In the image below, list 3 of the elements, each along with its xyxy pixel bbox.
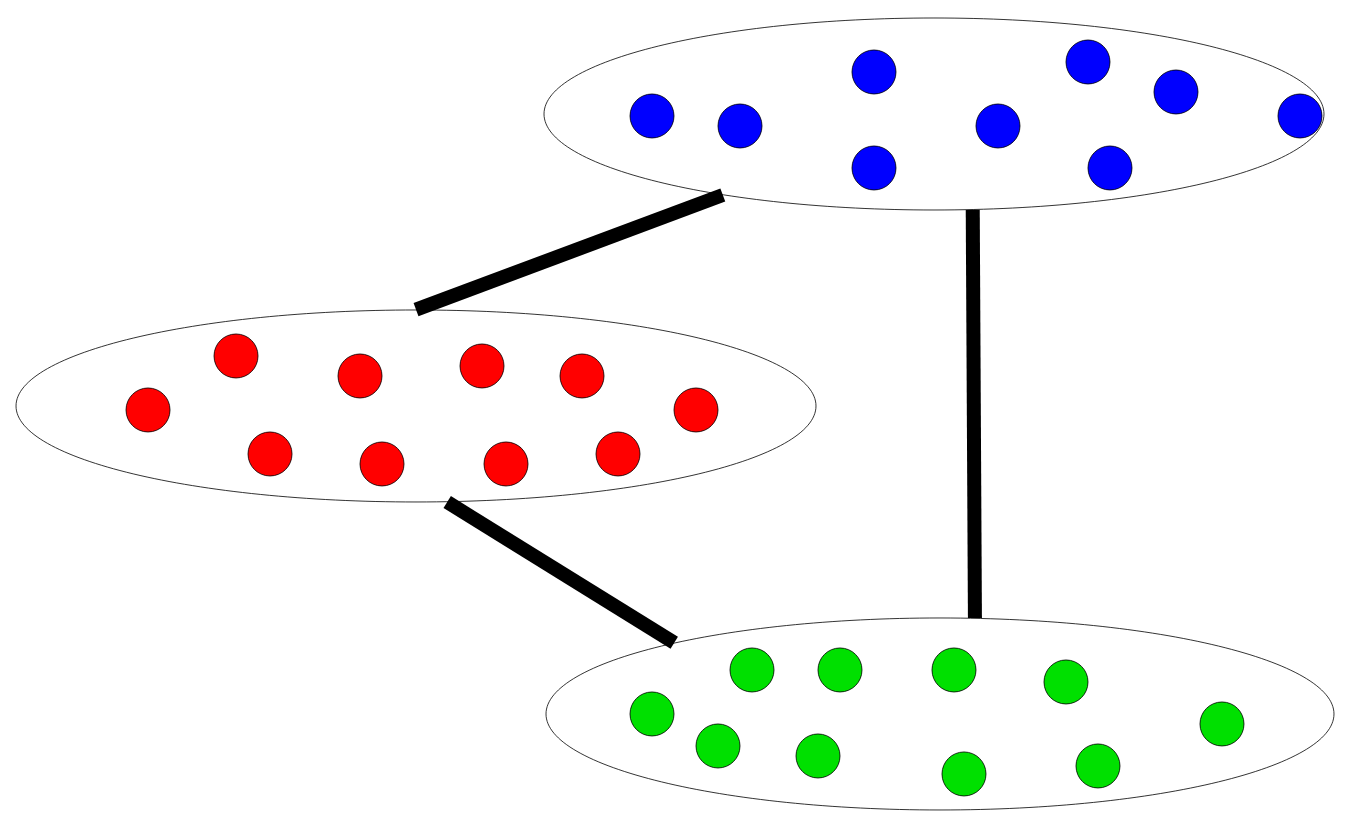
connector-line xyxy=(965,209,982,618)
connector-line xyxy=(443,496,678,649)
connector-line xyxy=(413,188,726,317)
